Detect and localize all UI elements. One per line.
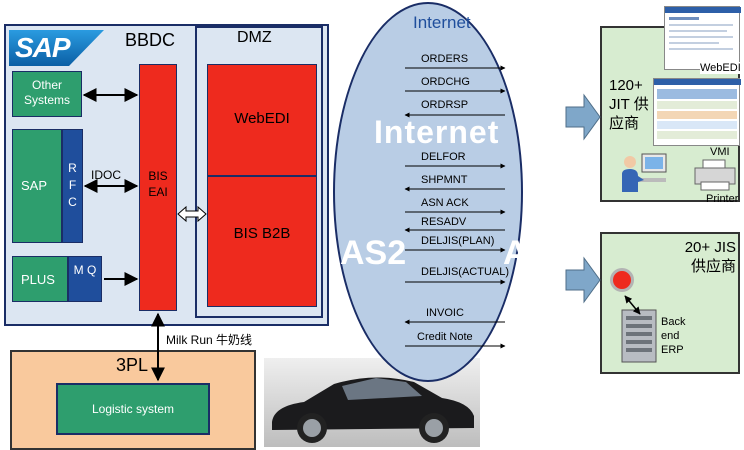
as2-right-label: AS2 xyxy=(503,234,570,272)
logistic-system-label: Logistic system xyxy=(91,402,175,416)
logistic-system-box xyxy=(56,383,210,435)
bbdc-title: BBDC xyxy=(125,30,176,50)
msg-deljis-actual: DELJIS(ACTUAL) xyxy=(421,266,510,278)
jit-vmi-label: VMI xyxy=(710,146,730,158)
sap-logo: SAP xyxy=(9,30,104,66)
bis-b2b-label: BIS B2B xyxy=(233,225,291,242)
dmz-label: DMZ xyxy=(237,29,272,46)
server-icon xyxy=(620,308,660,364)
sap-system-label: SAP xyxy=(21,178,48,193)
arrow-eai-b2b xyxy=(177,205,207,223)
jit-printer-label: Printer xyxy=(706,193,739,205)
msg-delfor: DELFOR xyxy=(421,151,466,163)
threepl-title: 3PL xyxy=(116,355,149,375)
rfc-box xyxy=(62,129,83,243)
msg-orders: ORDERS xyxy=(421,53,469,65)
rfc-label: R F C xyxy=(68,161,77,209)
block-arrow-to-jit xyxy=(565,93,601,141)
idoc-label: IDOC xyxy=(91,168,121,182)
milk-run-label: Milk Run 牛奶线 xyxy=(166,333,253,347)
bis-eai-label: BIS EAI xyxy=(148,169,168,199)
operator-icon xyxy=(620,152,668,194)
jit-title: 120+ JIT 供应商 xyxy=(609,77,649,132)
jis-title: 20+ JIS 供应商 xyxy=(684,239,736,275)
sap-logo-text: SAP xyxy=(15,32,71,63)
mq-box xyxy=(68,256,102,302)
printer-icon xyxy=(693,158,737,194)
sap-system-box xyxy=(12,129,62,243)
msg-shpmnt: SHPMNT xyxy=(421,174,468,186)
as2-left-label: AS2 xyxy=(340,234,407,272)
plus-box xyxy=(12,256,68,302)
msg-resadv: RESADV xyxy=(421,216,467,228)
msg-ordrsp: ORDRSP xyxy=(421,99,469,111)
plus-label: PLUS xyxy=(21,272,55,287)
arrow-jis-server xyxy=(624,295,641,315)
other-systems-box xyxy=(12,71,82,117)
mq-label: M Q xyxy=(73,263,97,277)
msg-asn-ack: ASN ACK xyxy=(421,197,469,209)
other-systems-label: Other Systems xyxy=(23,78,70,107)
jis-backend-label: Back end ERP xyxy=(661,316,686,356)
internet-title: Internet xyxy=(413,13,471,32)
webedi-screenshot xyxy=(664,6,741,70)
msg-invoic: INVOIC xyxy=(426,307,464,319)
block-arrow-to-jis xyxy=(565,256,601,304)
vmi-screenshot xyxy=(653,78,741,146)
internet-watermark: Internet xyxy=(374,114,500,150)
webedi-box xyxy=(207,64,317,176)
bis-eai-box xyxy=(139,64,177,311)
webedi-label: WebEDI xyxy=(234,110,290,127)
msg-deljis-plan: DELJIS(PLAN) xyxy=(421,235,495,247)
jit-webedi-label: WebEDI xyxy=(700,62,741,74)
bis-b2b-box xyxy=(207,176,317,307)
msg-credit-note: Credit Note xyxy=(417,331,473,343)
msg-ordchg: ORDCHG xyxy=(421,76,470,88)
jis-endpoint-icon xyxy=(610,268,634,292)
internet-ellipse xyxy=(333,2,523,382)
